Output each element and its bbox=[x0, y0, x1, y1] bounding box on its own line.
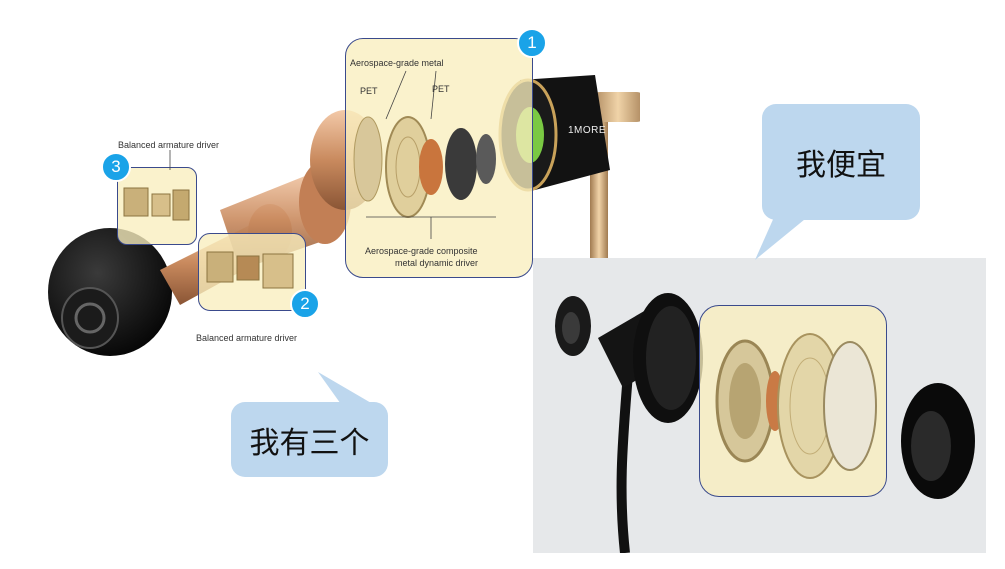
armature-top-svg bbox=[123, 187, 190, 221]
callout-cheap: 我便宜 bbox=[762, 104, 920, 220]
callout-pointer-three bbox=[318, 372, 378, 407]
ear-bud-shell bbox=[901, 383, 975, 499]
right-earphone-svg bbox=[555, 293, 975, 554]
right-earphone-panel bbox=[533, 258, 986, 554]
small-cap bbox=[555, 296, 591, 356]
label-pet-right: PET bbox=[432, 84, 450, 94]
cable bbox=[616, 372, 633, 554]
earphone-body bbox=[598, 293, 703, 423]
label-balanced-armature-bottom: Balanced armature driver bbox=[196, 333, 298, 343]
callout-three-drivers: 我有三个 bbox=[231, 402, 388, 477]
pet-disc bbox=[353, 116, 383, 202]
callout-pointer-cheap bbox=[755, 215, 810, 260]
highlight-dynamic-driver bbox=[345, 38, 533, 278]
label-aerospace-metal: Aerospace-grade metal bbox=[350, 58, 444, 68]
badge-3: 3 bbox=[101, 152, 131, 182]
ear-tip bbox=[48, 228, 172, 356]
highlight-balanced-armature-bottom bbox=[198, 233, 306, 311]
driver-frame bbox=[715, 339, 775, 463]
highlight-single-driver bbox=[699, 305, 887, 497]
diaphragm bbox=[823, 341, 877, 471]
single-driver-parts-svg bbox=[715, 333, 877, 479]
label-brand: 1MORE bbox=[568, 125, 607, 136]
highlight-balanced-armature-top bbox=[117, 167, 197, 245]
leader-line-top bbox=[169, 150, 171, 170]
dynamic-driver-parts-svg bbox=[353, 70, 496, 239]
label-balanced-armature-top: Balanced armature driver bbox=[118, 140, 220, 150]
label-pet-left: PET bbox=[360, 86, 378, 96]
label-composite-line2: metal dynamic driver bbox=[395, 258, 479, 268]
badge-2: 2 bbox=[290, 289, 320, 319]
magnet bbox=[445, 128, 496, 200]
label-composite-line1: Aerospace-grade composite bbox=[365, 246, 478, 256]
copper-coil bbox=[419, 139, 443, 195]
badge-1: 1 bbox=[517, 28, 547, 58]
armature-bottom-svg bbox=[206, 251, 294, 289]
